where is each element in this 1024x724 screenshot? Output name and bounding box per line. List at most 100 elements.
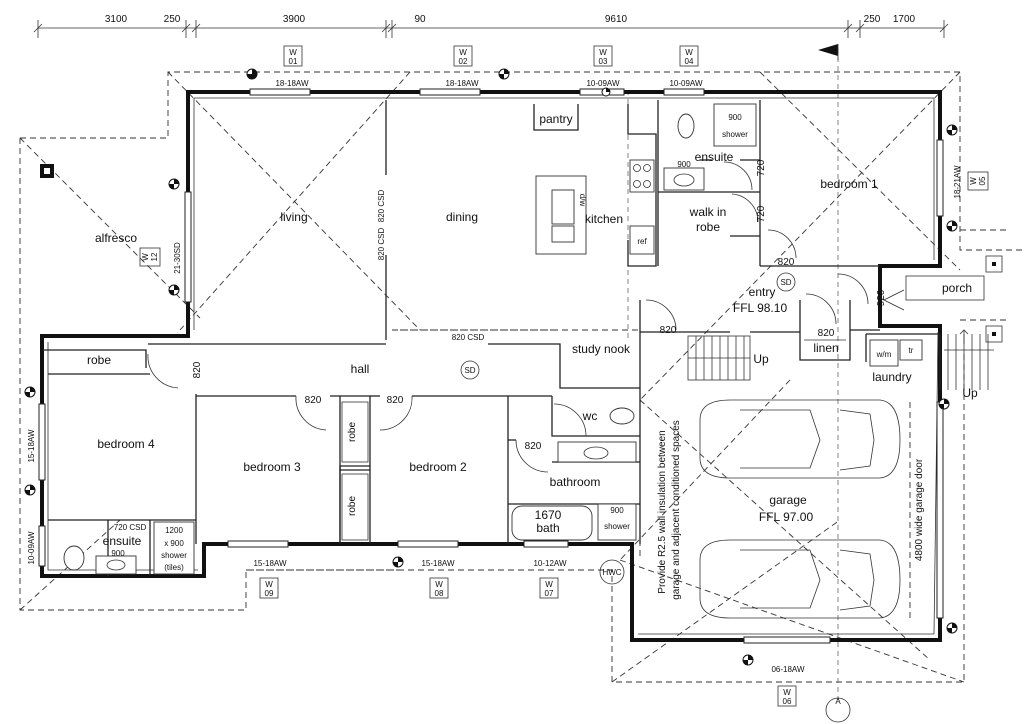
shower-bathroom xyxy=(597,503,637,541)
kitchen-sink xyxy=(551,189,575,225)
label-820-study: 820 xyxy=(660,325,677,336)
annotations: 820 CSD 820 CSD 820 CSD 720 CSD 720 720 … xyxy=(111,113,925,723)
dim-3900: 3900 xyxy=(283,14,306,25)
stairs xyxy=(687,329,994,390)
w03-size: 10-09AW xyxy=(586,79,620,88)
w07-num: 07 xyxy=(545,589,554,598)
label-720csd: 720 CSD xyxy=(114,523,147,532)
car-lower xyxy=(699,539,901,619)
label-820-b3: 820 xyxy=(305,395,322,406)
survey-markers xyxy=(24,68,958,666)
dim-250-a: 250 xyxy=(164,14,181,25)
label-shower-top-size: 900 xyxy=(728,113,742,122)
w04-tag: W xyxy=(685,48,693,57)
label-robe-b3: robe xyxy=(347,422,358,442)
dim-90: 90 xyxy=(414,14,426,25)
label-hall: hall xyxy=(351,362,370,376)
dim-1700: 1700 xyxy=(893,14,916,25)
shower-top xyxy=(713,103,757,147)
label-laundry: laundry xyxy=(872,370,911,384)
label-basin-ens: 900 xyxy=(111,549,125,558)
w12-tag: W xyxy=(141,253,150,261)
smoke-detector-hall xyxy=(460,360,480,380)
washing-machine xyxy=(869,339,899,367)
label-dw: d/w xyxy=(578,194,587,207)
label-entry-ffl: FFL 98.10 xyxy=(733,301,788,315)
internal-walls xyxy=(42,100,941,576)
label-bath-size: 1670 xyxy=(535,508,562,522)
smoke-detector-entry xyxy=(776,272,796,292)
label-linen: linen xyxy=(813,341,838,355)
label-920: 920 xyxy=(876,289,887,306)
label-robe-b2: robe xyxy=(347,496,358,516)
label-820-linen: 820 xyxy=(818,328,835,339)
w05-tag: W xyxy=(969,177,978,185)
cars xyxy=(699,399,901,619)
label-720-a: 720 xyxy=(756,159,767,176)
w03-tag: W xyxy=(599,48,607,57)
label-smoke-hall: SD xyxy=(464,366,475,375)
label-720-b: 720 xyxy=(756,205,767,222)
label-820-entry: 820 xyxy=(778,257,795,268)
label-shower-bath-size: 900 xyxy=(610,506,624,515)
w12-num: 12 xyxy=(150,252,159,261)
label-study-nook: study nook xyxy=(572,342,631,356)
dim-9610: 9610 xyxy=(605,14,628,25)
w01-num: 01 xyxy=(289,57,298,66)
label-tr: tr xyxy=(909,346,914,355)
w06-num: 06 xyxy=(783,697,792,706)
w04-num: 04 xyxy=(685,57,694,66)
bathtub xyxy=(511,505,593,541)
w05-num: 05 xyxy=(978,176,987,185)
label-bath: bath xyxy=(536,521,559,535)
shower-ensuite xyxy=(153,521,195,575)
label-kitchen: kitchen xyxy=(585,212,623,226)
toilet-ensuite xyxy=(63,545,85,571)
basin-top xyxy=(663,167,705,191)
label-up-porch: Up xyxy=(962,386,978,400)
hot-water-cylinder xyxy=(599,559,625,585)
w09-tag: W xyxy=(265,580,273,589)
label-alfresco: alfresco xyxy=(95,231,137,245)
label-section-a: A xyxy=(835,697,841,706)
label-entry: entry xyxy=(749,285,776,299)
label-garage-ffl: FFL 97.00 xyxy=(759,510,814,524)
w06-tag: W xyxy=(783,688,791,697)
left-lower-window-size: 10-09AW xyxy=(27,531,36,565)
porch-steps xyxy=(883,255,1003,343)
w08-num: 08 xyxy=(435,589,444,598)
label-820-b4: 820 xyxy=(192,361,203,378)
w02-num: 02 xyxy=(459,57,468,66)
label-insulation-1: Provide R2.5 wall insulation between xyxy=(657,430,668,593)
label-820csd-hall: 820 CSD xyxy=(452,333,485,342)
w08-size: 15-18AW xyxy=(421,559,455,568)
cooktop xyxy=(629,159,655,193)
label-insulation-2: garage and adjacent conditioned spaces xyxy=(671,420,682,600)
dim-250-b: 250 xyxy=(864,14,881,25)
label-bedroom-4: bedroom 4 xyxy=(97,437,155,451)
label-dining: dining xyxy=(446,210,478,224)
fixtures xyxy=(40,103,923,585)
label-pantry: pantry xyxy=(539,112,572,126)
bathroom-vanity xyxy=(557,441,637,463)
label-basin-top: 900 xyxy=(677,160,691,169)
label-shower-ens-3: shower xyxy=(161,551,187,560)
label-robe-walkin: robe xyxy=(696,220,720,234)
label-shower-bath: shower xyxy=(604,522,630,531)
label-shower-top: shower xyxy=(722,130,748,139)
label-820csd-b: 820 CSD xyxy=(377,228,386,261)
label-shower-ens-2: x 900 xyxy=(164,539,184,548)
w01-tag: W xyxy=(289,48,297,57)
top-dimension-string: 3100 250 3900 90 9610 250 1700 xyxy=(33,14,949,38)
label-living: living xyxy=(280,210,307,224)
w12-size: 21-30SD xyxy=(173,242,182,274)
label-820-bath: 820 xyxy=(525,441,542,452)
label-shower-ens-1: 1200 xyxy=(165,526,183,535)
label-up-stairs: Up xyxy=(753,352,769,366)
laundry-tub xyxy=(899,339,923,361)
label-porch: porch xyxy=(942,281,972,295)
label-walk-in: walk in xyxy=(689,205,727,219)
label-hwc: HWC xyxy=(602,568,621,577)
w07-size: 10-12AW xyxy=(533,559,567,568)
